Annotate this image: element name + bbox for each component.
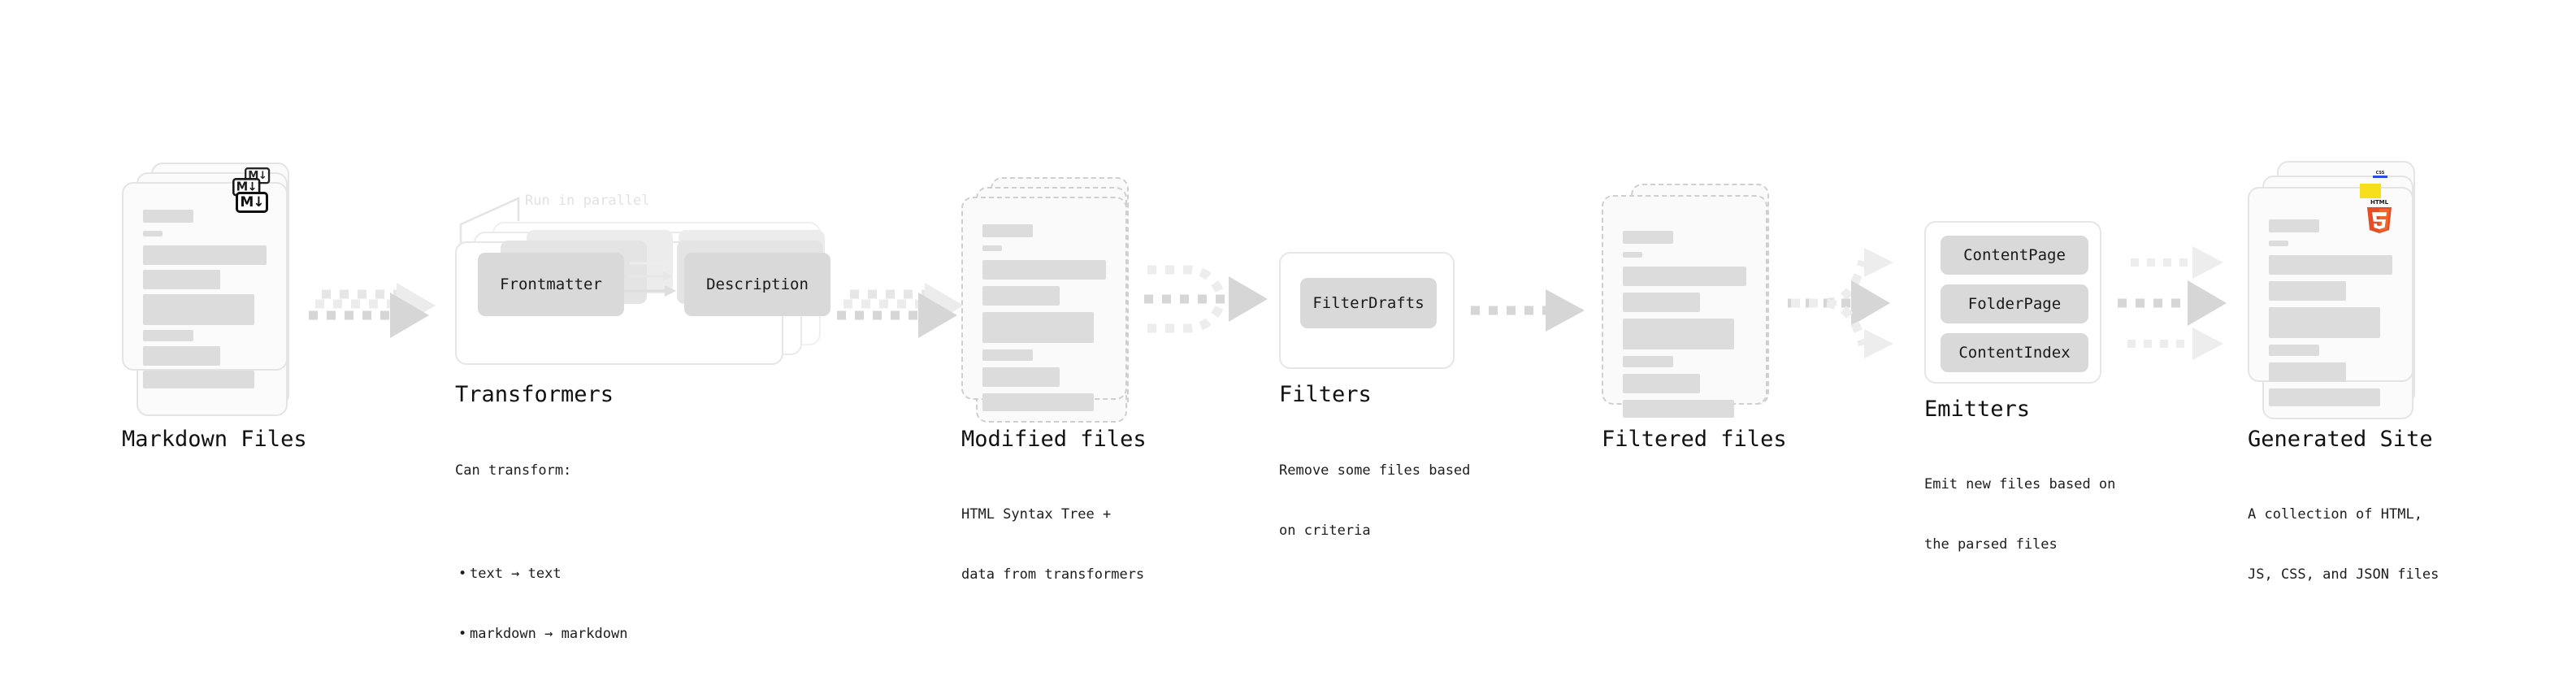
doc-bar xyxy=(2269,388,2380,406)
doc-bar xyxy=(2269,307,2380,338)
doc-bar xyxy=(982,367,1060,387)
doc-bar xyxy=(2269,281,2346,301)
doc-bar xyxy=(143,371,254,388)
doc-bar xyxy=(1623,356,1673,367)
doc-bar xyxy=(143,270,220,289)
doc-bar xyxy=(982,245,1002,251)
doc-bar xyxy=(143,210,193,223)
emitters-group: ContentPage FolderPage ContentIndex xyxy=(1924,221,2101,384)
arrow-filtered-to-emitters xyxy=(1788,248,1893,358)
transformer-chip-frontmatter[interactable]: Frontmatter xyxy=(478,253,624,316)
doc-bar xyxy=(1623,293,1700,312)
javascript-icon xyxy=(2360,184,2381,198)
run-in-parallel-label: Run in parallel xyxy=(525,193,650,209)
svg-text:HTML: HTML xyxy=(2370,199,2389,206)
arrow-markdown-to-transformers xyxy=(309,283,436,338)
doc-bar xyxy=(982,286,1060,306)
doc-bar xyxy=(143,231,163,236)
stage-desc-generated-site: A collection of HTML, JS, CSS, and JSON … xyxy=(2248,465,2439,625)
filters-desc-line-1: on criteria xyxy=(1279,523,1371,540)
transformers-bullet-1: markdown → markdown xyxy=(458,624,628,644)
site-file-card-front xyxy=(2248,187,2413,406)
modified-desc-line-0: HTML Syntax Tree + xyxy=(961,506,1112,523)
transformers-bullet-0: text → text xyxy=(458,564,627,584)
filters-group: FilterDrafts xyxy=(1279,252,1455,369)
doc-bar xyxy=(143,346,220,366)
doc-bar xyxy=(2269,345,2319,356)
markdown-file-card-front xyxy=(122,182,288,388)
doc-bar xyxy=(1623,400,1734,418)
css3-icon: CSS xyxy=(2373,169,2387,178)
markdown-icon: M↓ xyxy=(236,192,268,213)
arrow-emitters-to-site xyxy=(2118,246,2227,360)
doc-bar xyxy=(982,393,1094,411)
emitters-desc-line-0: Emit new files based on xyxy=(1924,476,2116,493)
doc-bar xyxy=(982,260,1106,280)
stage-title-filtered-files: Filtered files xyxy=(1602,427,1787,452)
stage-title-transformers: Transformers xyxy=(455,382,614,407)
doc-bar xyxy=(1623,319,1734,349)
transformers-bullets: text → text markdown → markdown html → h… xyxy=(455,524,628,681)
modified-desc-line-1: data from transformers xyxy=(961,566,1145,583)
stage-title-markdown-files: Markdown Files xyxy=(122,427,307,452)
site-desc-line-1: JS, CSS, and JSON files xyxy=(2248,566,2439,583)
filters-desc-line-0: Remove some files based xyxy=(1279,462,1471,479)
doc-bar xyxy=(982,312,1094,343)
stage-title-generated-site: Generated Site xyxy=(2248,427,2433,452)
svg-text:CSS: CSS xyxy=(2376,171,2385,176)
emitter-chip-contentpage[interactable]: ContentPage xyxy=(1941,236,2088,275)
emitter-chip-contentindex[interactable]: ContentIndex xyxy=(1941,333,2088,372)
filter-chip-filterdrafts[interactable]: FilterDrafts xyxy=(1300,278,1437,328)
doc-bar xyxy=(143,294,254,325)
transformers-desc-intro: Can transform: xyxy=(455,462,572,479)
transformer-chip-description[interactable]: Description xyxy=(684,253,830,316)
stage-desc-transformers: Can transform: text → text markdown → ma… xyxy=(455,421,627,681)
doc-bar xyxy=(2269,362,2346,382)
site-desc-line-0: A collection of HTML, xyxy=(2248,506,2422,523)
stage-title-filters: Filters xyxy=(1279,382,1372,407)
arrow-modified-to-filters xyxy=(1144,265,1268,333)
doc-bar xyxy=(143,245,267,265)
doc-bar xyxy=(1623,252,1642,258)
doc-bar xyxy=(1623,231,1673,244)
modified-file-card-front xyxy=(961,197,1127,411)
stage-title-emitters: Emitters xyxy=(1924,397,2031,422)
doc-bar xyxy=(2269,241,2288,246)
doc-bar xyxy=(982,224,1033,237)
doc-bar xyxy=(143,330,193,341)
doc-bar xyxy=(982,349,1033,361)
doc-bar xyxy=(1623,374,1700,393)
stage-title-modified-files: Modified files xyxy=(961,427,1147,452)
emitters-desc-line-1: the parsed files xyxy=(1924,536,2058,553)
doc-bar xyxy=(2269,255,2392,275)
emitter-chip-folderpage[interactable]: FolderPage xyxy=(1941,284,2088,323)
stage-desc-modified-files: HTML Syntax Tree + data from transformer… xyxy=(961,465,1144,625)
stage-desc-filters: Remove some files based on criteria xyxy=(1279,421,1470,581)
stage-desc-emitters: Emit new files based on the parsed files xyxy=(1924,435,2115,595)
arrow-transformers-to-modified xyxy=(837,283,964,338)
run-in-parallel-bracket xyxy=(459,197,520,250)
transformer-inner-arrows xyxy=(624,258,676,297)
doc-bar xyxy=(1623,267,1746,286)
html5-icon: HTML xyxy=(2367,199,2392,233)
filtered-file-card-front xyxy=(1602,195,1767,418)
arrow-filters-to-filtered xyxy=(1471,289,1585,332)
doc-bar xyxy=(2269,219,2319,232)
